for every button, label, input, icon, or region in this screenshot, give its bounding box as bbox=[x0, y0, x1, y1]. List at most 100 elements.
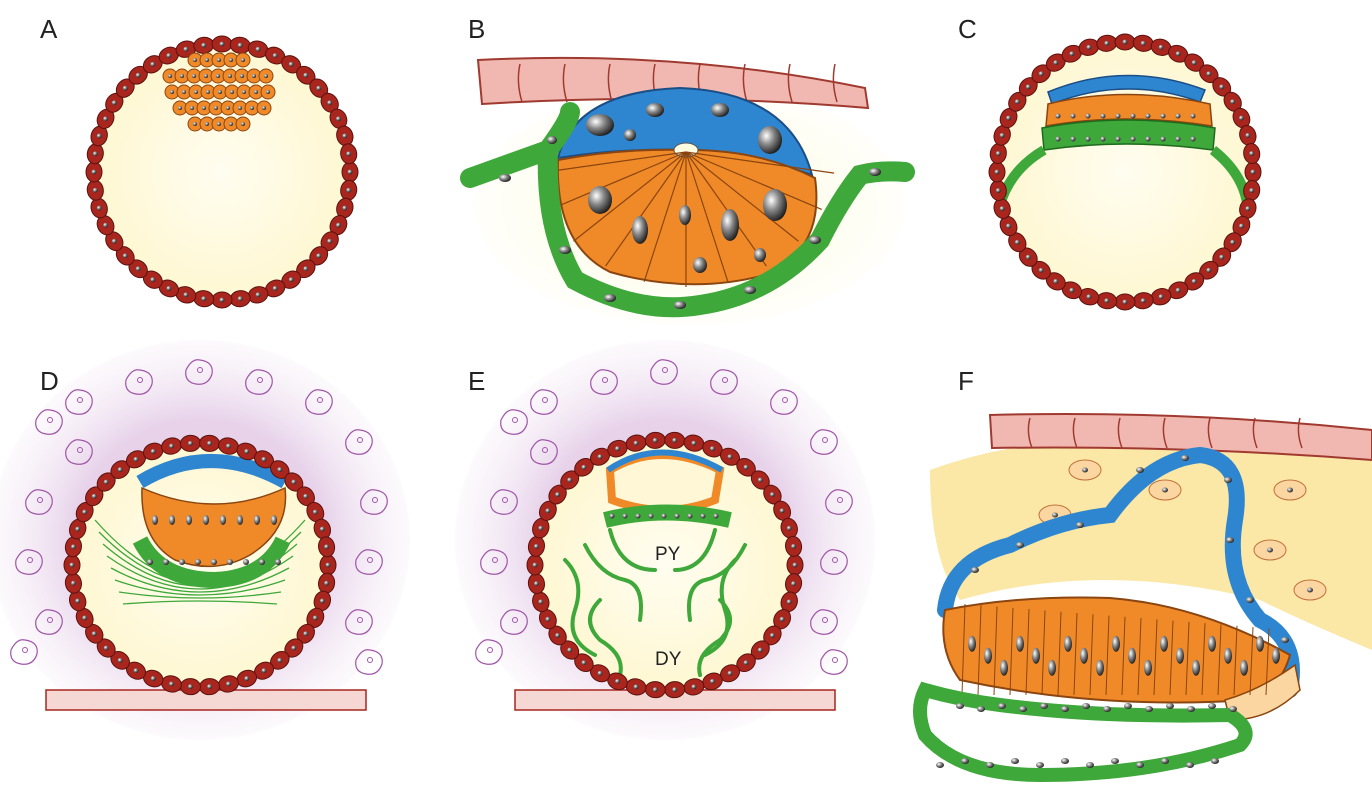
nucleus bbox=[97, 134, 102, 139]
nucleus bbox=[316, 86, 321, 91]
nucleus bbox=[1016, 542, 1024, 548]
nucleus bbox=[103, 116, 108, 121]
nucleus bbox=[971, 567, 979, 573]
nucleus bbox=[770, 633, 775, 638]
nucleus bbox=[1161, 758, 1169, 764]
nucleus bbox=[1039, 268, 1044, 273]
nucleus bbox=[791, 544, 796, 549]
nucleus bbox=[1287, 488, 1293, 493]
nucleus bbox=[242, 90, 246, 94]
nucleus bbox=[1176, 114, 1181, 119]
nucleus bbox=[230, 90, 234, 94]
nucleus bbox=[244, 676, 249, 681]
nucleus bbox=[313, 510, 318, 515]
nucleus bbox=[615, 679, 620, 684]
nucleus bbox=[728, 671, 733, 676]
nucleus bbox=[672, 687, 677, 692]
nucleus bbox=[70, 563, 75, 568]
nucleus bbox=[721, 209, 739, 241]
nucleus bbox=[256, 47, 261, 52]
nucleus bbox=[256, 292, 261, 297]
nucleus bbox=[207, 441, 212, 446]
nucleus bbox=[634, 684, 639, 689]
nucleus bbox=[93, 151, 98, 156]
nucleus bbox=[186, 515, 192, 525]
nucleus bbox=[346, 188, 351, 193]
nucleus bbox=[1192, 279, 1197, 284]
nucleus bbox=[710, 679, 715, 684]
nucleus bbox=[1124, 703, 1132, 709]
nucleus bbox=[1082, 703, 1090, 709]
nucleus bbox=[714, 514, 719, 519]
nucleus bbox=[1229, 706, 1237, 712]
nucleus bbox=[701, 514, 706, 519]
nucleus bbox=[313, 616, 318, 621]
nucleus bbox=[123, 253, 128, 258]
nucleus bbox=[71, 581, 76, 586]
nucleus bbox=[211, 559, 217, 565]
nucleus bbox=[184, 292, 189, 297]
nucleus bbox=[303, 631, 308, 636]
nucleus bbox=[598, 671, 603, 676]
nucleus bbox=[289, 277, 294, 282]
nucleus bbox=[1006, 224, 1011, 229]
nucleus bbox=[1141, 41, 1146, 46]
nucleus bbox=[118, 467, 123, 472]
label-dy: DY bbox=[655, 649, 682, 670]
nucleus bbox=[1256, 636, 1264, 652]
nucleus bbox=[1086, 114, 1091, 119]
nucleus bbox=[229, 122, 233, 126]
nucleus bbox=[136, 73, 141, 78]
nucleus bbox=[1087, 45, 1092, 50]
nucleus bbox=[180, 74, 184, 78]
nucleus bbox=[555, 492, 560, 497]
nucleus bbox=[1103, 706, 1111, 712]
nucleus bbox=[346, 151, 351, 156]
nucleus bbox=[228, 74, 232, 78]
nucleus bbox=[1000, 206, 1005, 211]
nucleus bbox=[82, 510, 87, 515]
nucleus bbox=[289, 62, 294, 67]
nucleus bbox=[291, 646, 296, 651]
nucleus bbox=[1146, 137, 1151, 142]
nucleus bbox=[1006, 116, 1011, 121]
nucleus bbox=[1176, 137, 1181, 142]
nucleus bbox=[241, 122, 245, 126]
nucleus bbox=[1224, 477, 1232, 483]
nucleus bbox=[348, 170, 353, 175]
nucleus bbox=[1166, 703, 1174, 709]
nucleus bbox=[582, 660, 587, 665]
nucleus bbox=[692, 684, 697, 689]
panel-c-diagram bbox=[989, 34, 1261, 310]
nucleus bbox=[1224, 648, 1232, 664]
nucleus bbox=[1239, 224, 1244, 229]
nucleus bbox=[1015, 240, 1020, 245]
nucleus bbox=[103, 223, 108, 228]
nucleus bbox=[1011, 758, 1019, 764]
nucleus bbox=[166, 286, 171, 291]
nucleus bbox=[123, 86, 128, 91]
nucleus bbox=[672, 438, 677, 443]
nucleus bbox=[150, 277, 155, 282]
nucleus bbox=[1015, 99, 1020, 104]
nucleus bbox=[1211, 758, 1219, 764]
nucleus bbox=[336, 223, 341, 228]
nucleus bbox=[75, 599, 80, 604]
nucleus bbox=[327, 100, 332, 105]
nucleus bbox=[275, 559, 281, 565]
nucleus bbox=[303, 73, 308, 78]
nucleus bbox=[277, 467, 282, 472]
nucleus bbox=[679, 205, 691, 225]
nucleus bbox=[1245, 133, 1250, 138]
nucleus bbox=[1052, 513, 1058, 518]
nucleus bbox=[1061, 706, 1069, 712]
nucleus bbox=[545, 617, 550, 622]
nucleus bbox=[649, 514, 654, 519]
nucleus bbox=[1141, 298, 1146, 303]
nucleus bbox=[262, 106, 266, 110]
nucleus bbox=[1249, 188, 1254, 193]
nucleus bbox=[75, 527, 80, 532]
nucleus bbox=[1206, 268, 1211, 273]
nucleus bbox=[238, 106, 242, 110]
nucleus bbox=[324, 544, 329, 549]
